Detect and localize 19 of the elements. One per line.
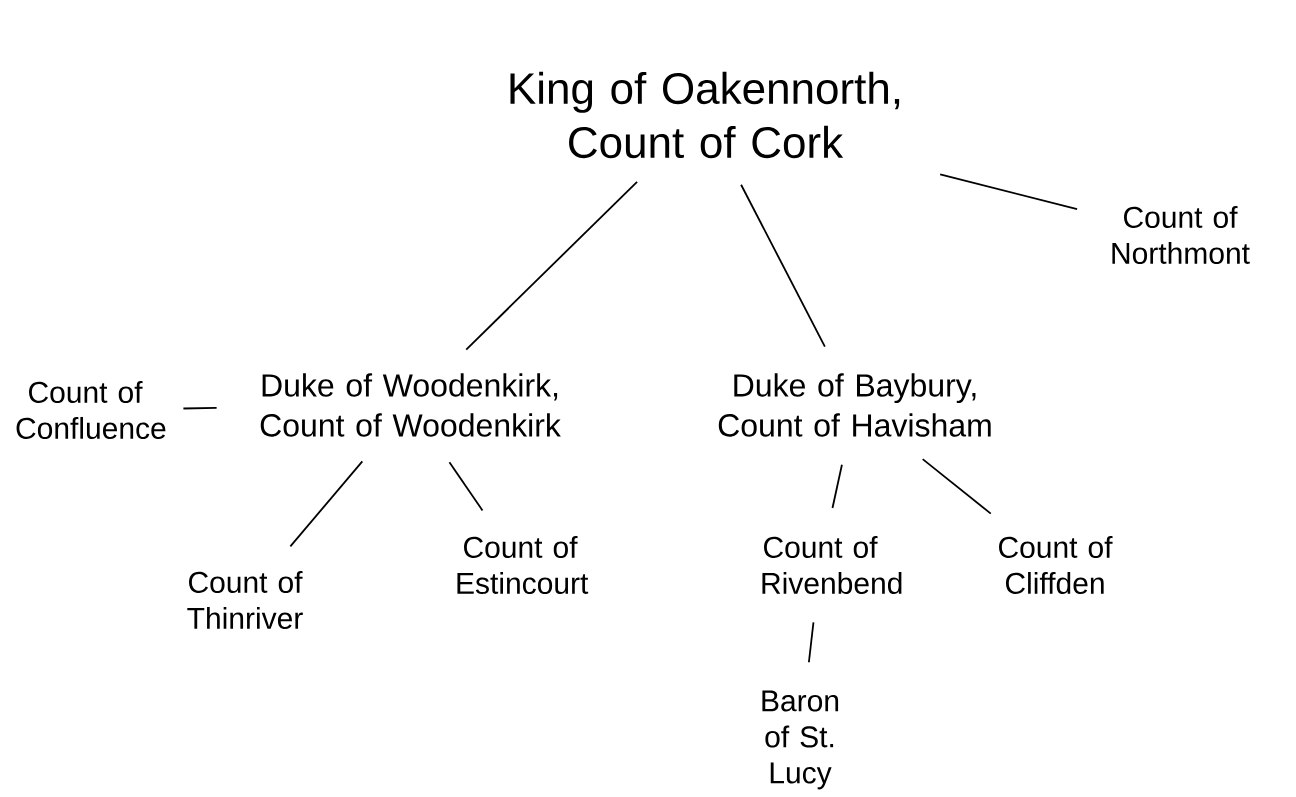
- title-text: Count of Thinriver: [187, 571, 303, 629]
- title-text: Count of Estincourt: [457, 536, 589, 594]
- connector-line: [289, 460, 364, 548]
- title-text: King of Oakennorth, Count of Cork: [510, 71, 900, 159]
- connector-line: [808, 621, 815, 664]
- connector-line: [740, 183, 826, 348]
- connector-line: [831, 463, 843, 509]
- connector-line: [182, 407, 218, 410]
- title-text: Duke of Woodenkirk, Count of Woodenkirk: [260, 373, 561, 437]
- connector-line: [448, 461, 484, 512]
- title-text: Count of Rivenbend: [762, 536, 902, 594]
- connector-line: [465, 180, 638, 351]
- connector-line: [921, 458, 992, 515]
- title-text: Duke of Baybury, Count of Havisham: [718, 373, 991, 437]
- title-text: Count of Northmont: [1112, 206, 1250, 264]
- connector-line: [939, 173, 1078, 210]
- title-text: Baron of St. Lucy: [762, 690, 839, 790]
- title-text: Count of Confluence: [16, 381, 166, 439]
- title-text: Count of Cliffden: [999, 536, 1113, 594]
